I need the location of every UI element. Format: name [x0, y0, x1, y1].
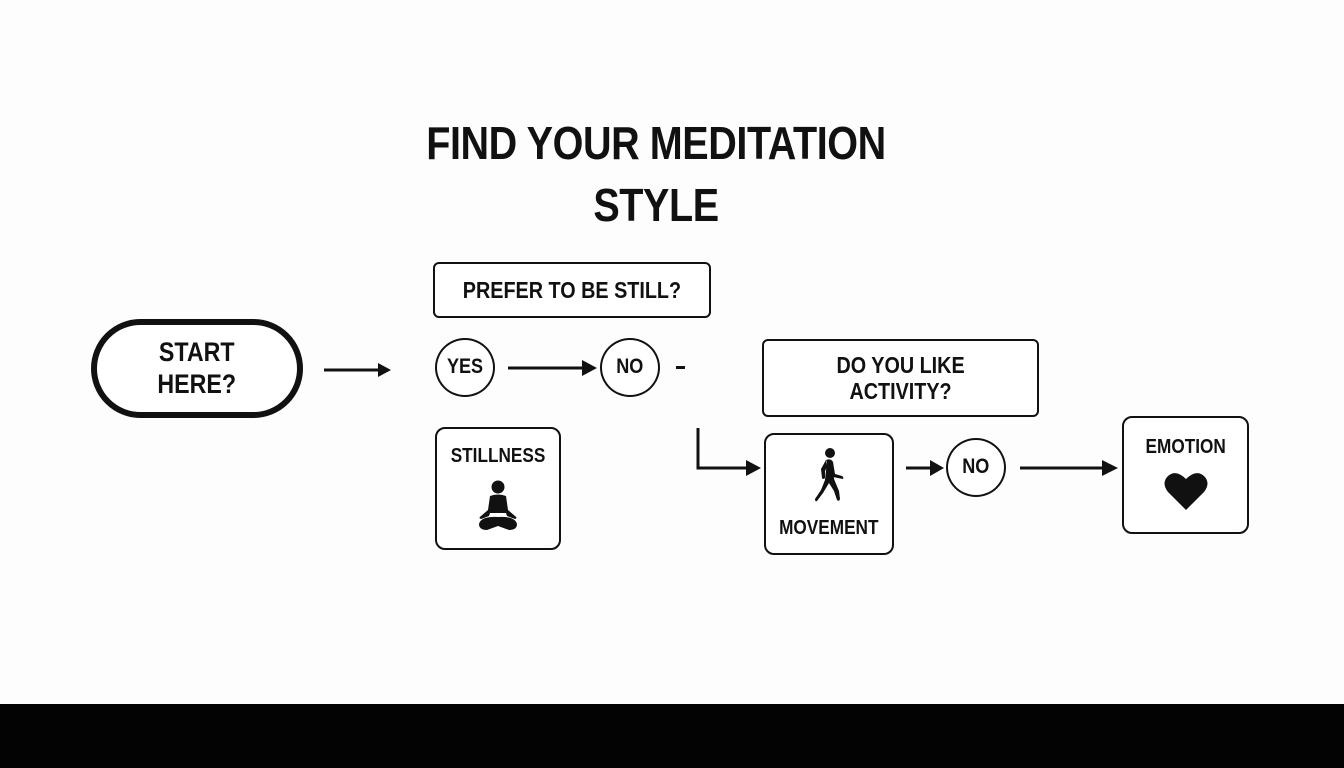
dash-connector: [676, 366, 685, 369]
arrowhead: [378, 363, 391, 377]
answer-no-node-2: NO: [946, 438, 1006, 497]
arrowhead: [746, 460, 761, 476]
walking-figure-icon: [815, 448, 844, 502]
diagram-title: FIND YOUR MEDITATION STYLE: [426, 117, 886, 231]
answer-no-label-2: NO: [962, 455, 990, 479]
answer-no-node-1: NO: [600, 338, 660, 397]
question-still-label: PREFER TO BE STILL?: [462, 276, 682, 303]
arrowhead: [1102, 460, 1118, 476]
answer-no-label-1: NO: [616, 355, 644, 379]
question-activity-node: DO YOU LIKE ACTIVITY?: [762, 339, 1039, 417]
arrowhead: [930, 460, 944, 476]
result-emotion-card: EMOTION: [1122, 416, 1249, 534]
bottom-black-bar: [0, 704, 1344, 768]
start-node-line1: START: [159, 337, 235, 368]
diagram-canvas: FIND YOUR MEDITATION STYLE START HERE? P…: [91, 117, 1249, 555]
result-movement-card: MOVEMENT: [764, 433, 894, 555]
meditation-figure-icon: [479, 480, 517, 530]
answer-yes-node: YES: [435, 338, 495, 397]
start-node: START HERE?: [91, 319, 303, 418]
arrowhead: [582, 360, 597, 376]
result-stillness-label: STILLNESS: [450, 445, 546, 467]
connector-lines: [324, 360, 1118, 476]
result-stillness-card: STILLNESS: [435, 427, 561, 550]
start-node-line2: HERE?: [157, 368, 237, 399]
arrow-elbow-to-movement: [696, 428, 748, 470]
question-activity-line2: ACTIVITY?: [849, 378, 952, 404]
result-emotion-label: EMOTION: [1145, 436, 1226, 458]
answer-yes-label: YES: [446, 355, 484, 379]
heart-icon: [1164, 473, 1207, 510]
result-movement-label: MOVEMENT: [779, 517, 879, 539]
question-still-node: PREFER TO BE STILL?: [433, 262, 711, 318]
question-activity-line1: DO YOU LIKE: [836, 351, 965, 378]
